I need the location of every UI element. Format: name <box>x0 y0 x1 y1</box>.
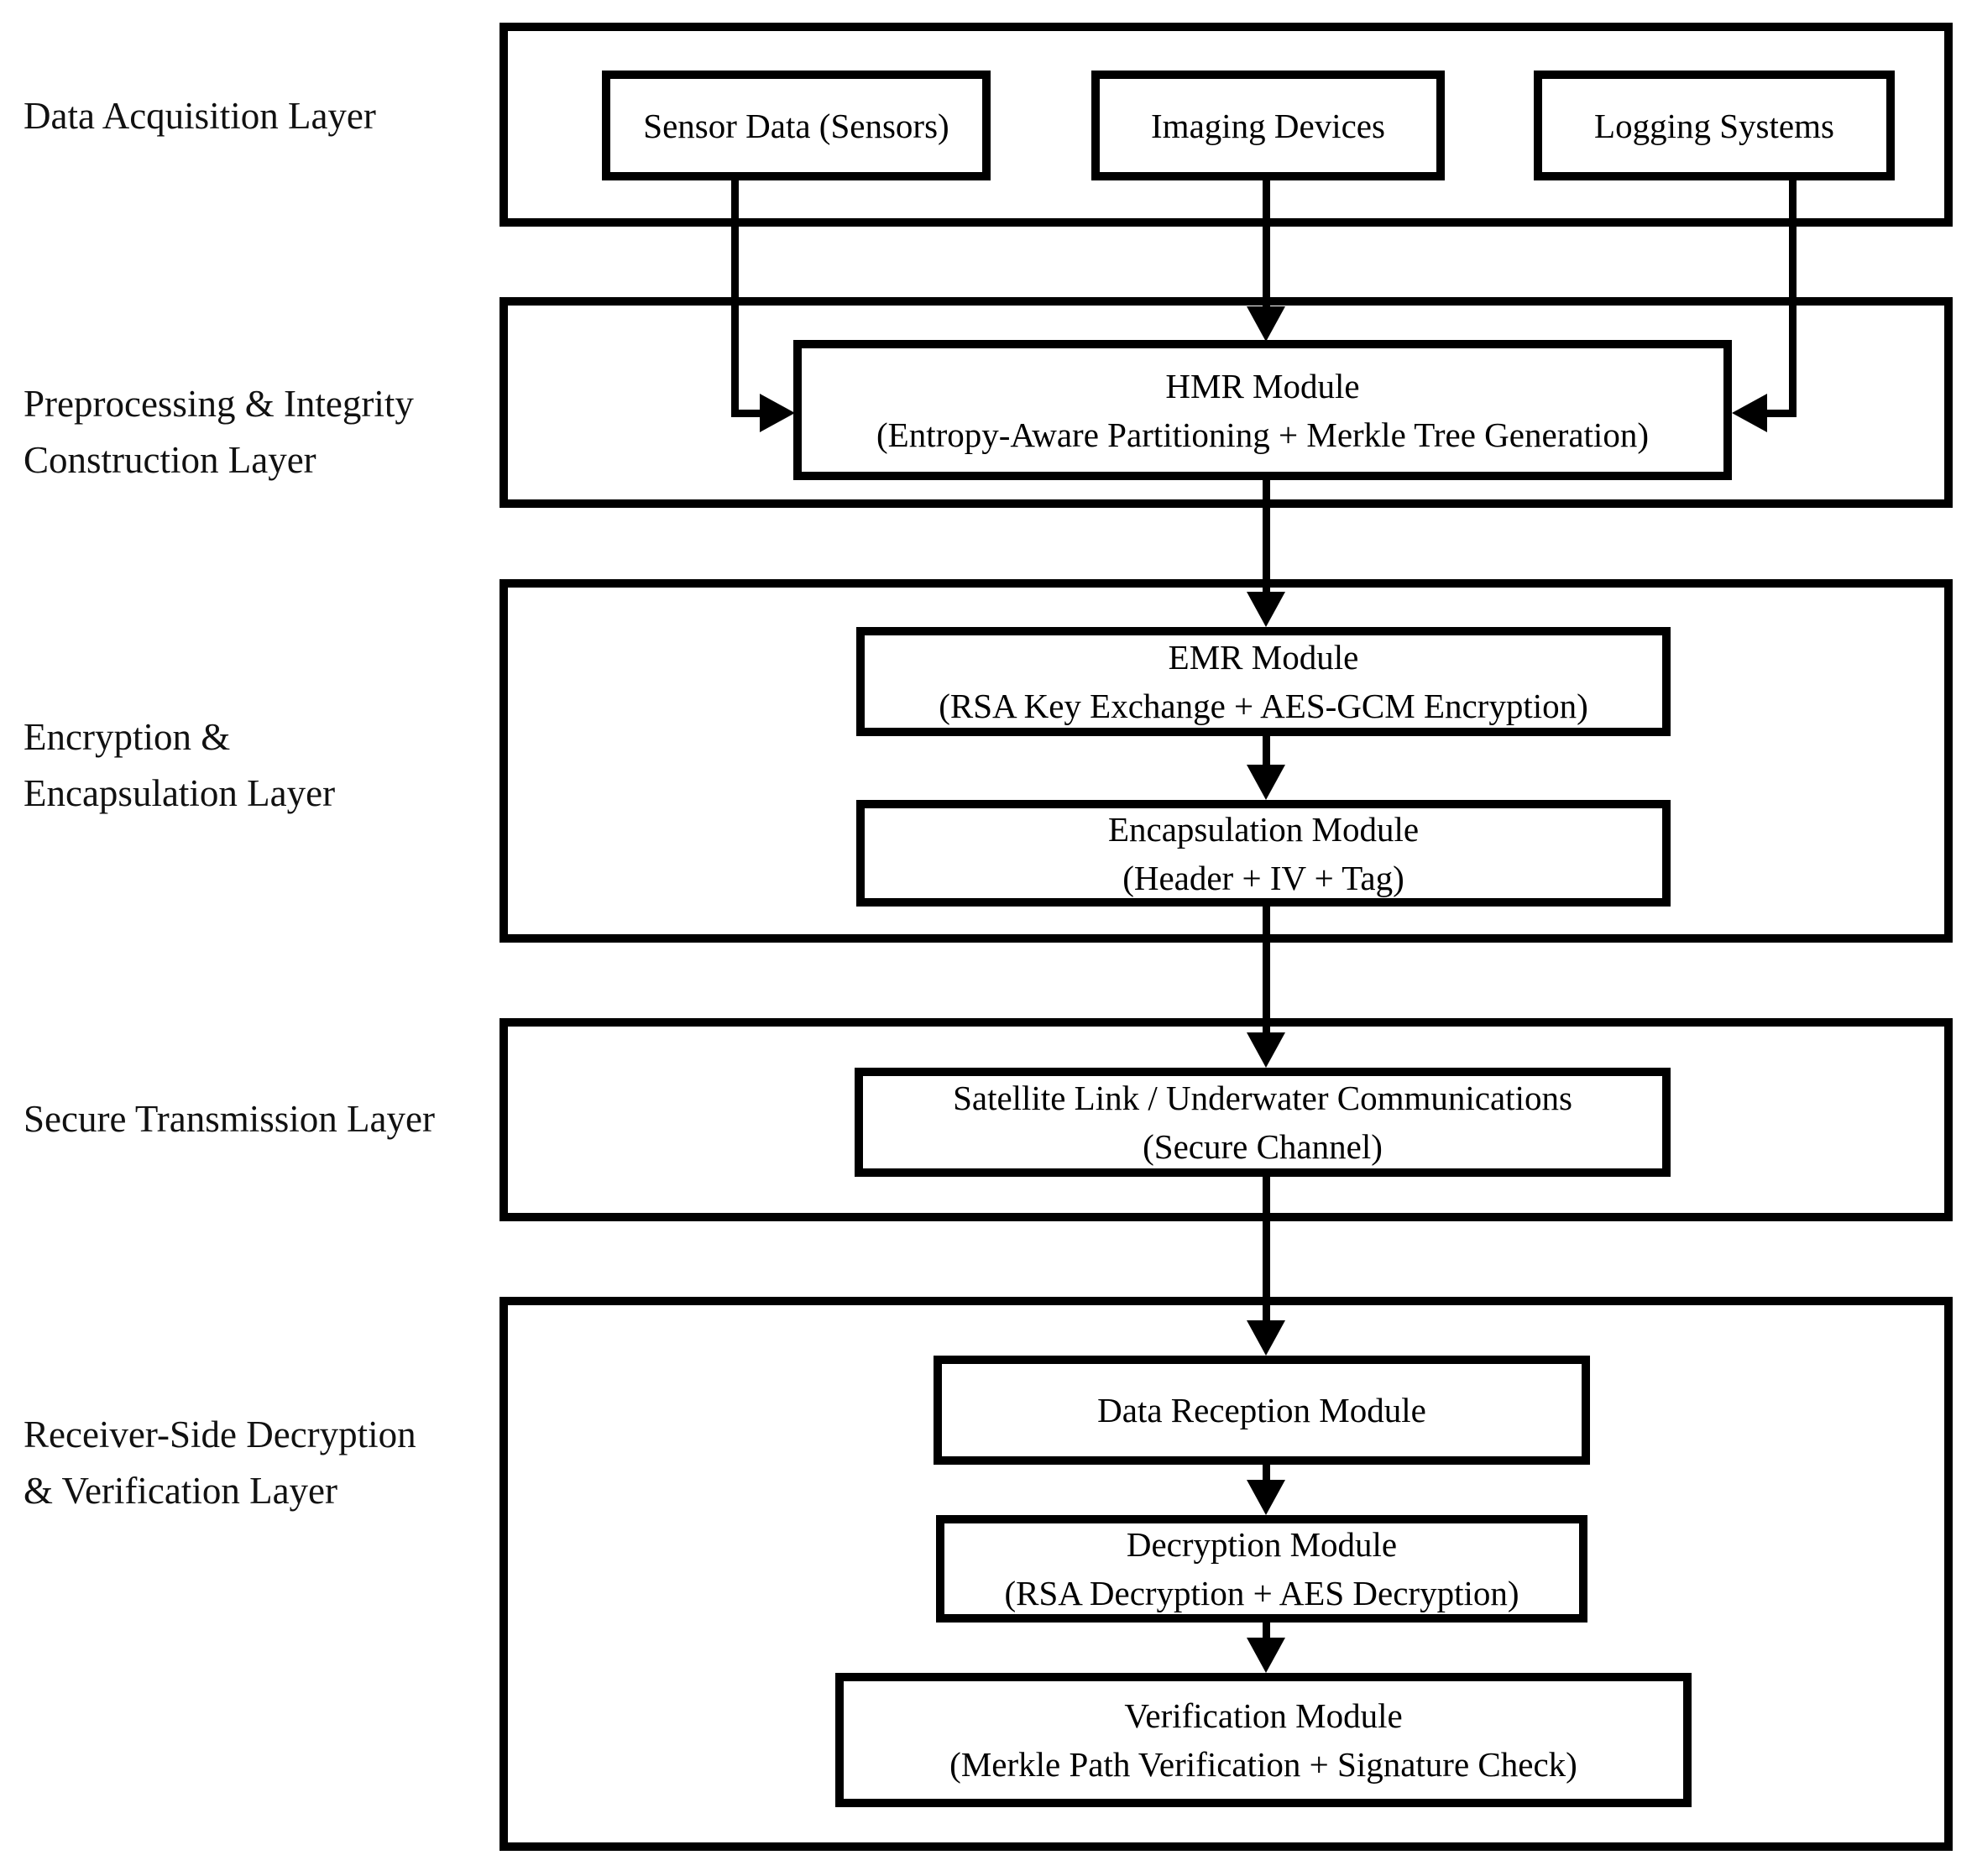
node-verification-module: Verification Module (Merkle Path Verific… <box>835 1673 1692 1807</box>
arrow-decryption-to-verification-line <box>1263 1623 1270 1639</box>
label-encryption-encapsulation-layer: Encryption & Encapsulation Layer <box>24 709 335 822</box>
node-subtitle: (Header + IV + Tag) <box>1122 858 1404 897</box>
node-title: Satellite Link / Underwater Communicatio… <box>953 1079 1572 1117</box>
arrow-logging-to-hmr-line <box>1789 180 1797 417</box>
node-title: Decryption Module <box>1126 1525 1398 1564</box>
label-line: Secure Transmission Layer <box>24 1098 435 1140</box>
node-title: HMR Module <box>1165 366 1360 405</box>
arrowhead-reception-to-decryption <box>1247 1480 1285 1515</box>
node-title: Data Reception Module <box>1097 1391 1426 1429</box>
node-hmr-module: HMR Module (Entropy-Aware Partitioning +… <box>793 340 1732 480</box>
label-line: Receiver-Side Decryption <box>24 1414 416 1455</box>
label-receiver-decryption-verification-layer: Receiver-Side Decryption & Verification … <box>24 1407 416 1519</box>
label-line: Data Acquisition Layer <box>24 95 376 137</box>
label-line: & Verification Layer <box>24 1470 338 1512</box>
arrow-reception-to-decryption-line <box>1263 1465 1270 1481</box>
node-emr-module: EMR Module (RSA Key Exchange + AES-GCM E… <box>856 627 1671 736</box>
node-subtitle: (Entropy-Aware Partitioning + Merkle Tre… <box>876 415 1649 454</box>
node-title: Imaging Devices <box>1151 106 1385 145</box>
node-subtitle: (Merkle Path Verification + Signature Ch… <box>949 1745 1577 1784</box>
arrow-sensor-to-hmr-elbow <box>731 410 765 417</box>
label-line: Preprocessing & Integrity <box>24 383 414 425</box>
arrow-satellite-to-reception-line <box>1263 1177 1270 1322</box>
arrowhead-hmr-to-emr <box>1247 592 1285 627</box>
arrowhead-logging-to-hmr <box>1732 394 1767 432</box>
node-logging-systems: Logging Systems <box>1534 71 1895 180</box>
node-sensor-data: Sensor Data (Sensors) <box>602 71 991 180</box>
node-title: Verification Module <box>1124 1696 1403 1735</box>
node-decryption-module: Decryption Module (RSA Decryption + AES … <box>936 1515 1587 1623</box>
node-subtitle: (RSA Key Exchange + AES-GCM Encryption) <box>939 687 1588 725</box>
label-secure-transmission-layer: Secure Transmission Layer <box>24 1091 435 1147</box>
arrowhead-sensor-to-hmr <box>760 394 795 432</box>
node-encapsulation-module: Encapsulation Module (Header + IV + Tag) <box>856 800 1671 907</box>
arrow-hmr-to-emr-line <box>1263 480 1270 593</box>
label-line: Construction Layer <box>24 439 316 481</box>
arrow-logging-to-hmr-elbow <box>1763 410 1797 417</box>
arrow-emr-to-encapsulation-line <box>1263 736 1270 768</box>
label-data-acquisition-layer: Data Acquisition Layer <box>24 88 376 144</box>
arrow-imaging-to-hmr-line <box>1263 180 1270 308</box>
node-data-reception-module: Data Reception Module <box>934 1356 1590 1465</box>
node-subtitle: (RSA Decryption + AES Decryption) <box>1004 1574 1519 1612</box>
arrowhead-satellite-to-reception <box>1247 1320 1285 1356</box>
arrow-sensor-to-hmr-line <box>731 180 739 417</box>
node-title: Sensor Data (Sensors) <box>643 106 949 145</box>
node-imaging-devices: Imaging Devices <box>1091 71 1445 180</box>
arrow-encapsulation-to-satellite-line <box>1263 907 1270 1034</box>
label-line: Encapsulation Layer <box>24 772 336 814</box>
node-subtitle: (Secure Channel) <box>1143 1127 1383 1166</box>
node-title: EMR Module <box>1168 638 1359 677</box>
node-title: Logging Systems <box>1594 106 1834 145</box>
label-preprocessing-integrity-layer: Preprocessing & Integrity Construction L… <box>24 376 414 489</box>
arrowhead-decryption-to-verification <box>1247 1638 1285 1673</box>
label-line: Encryption & <box>24 716 231 758</box>
node-satellite-link: Satellite Link / Underwater Communicatio… <box>855 1068 1671 1177</box>
arrowhead-encapsulation-to-satellite <box>1247 1032 1285 1068</box>
arrowhead-imaging-to-hmr <box>1247 306 1285 342</box>
node-title: Encapsulation Module <box>1107 809 1420 849</box>
arrowhead-emr-to-encapsulation <box>1247 765 1285 800</box>
